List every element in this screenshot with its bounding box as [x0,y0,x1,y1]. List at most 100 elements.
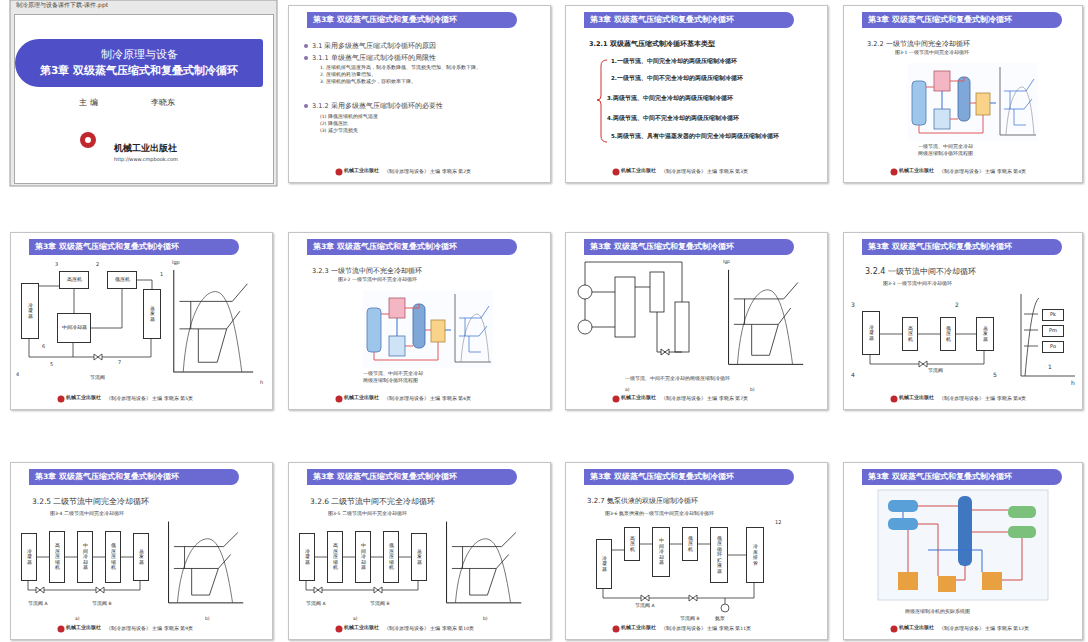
valve-symbol [374,587,382,593]
pipe-line [612,550,624,551]
footer-logo [58,626,65,633]
slide-background [14,14,274,184]
title-text: 第3章 双级蒸气压缩式和复叠式制冷循环 [40,65,238,77]
equipment-box: Po [1042,341,1064,353]
footer-text: 《制冷原理与设备》 主编 李晓东 第2页 [384,170,471,175]
box-label: 高压压缩机 [333,543,338,571]
box-label: 冷库排管 [753,544,758,566]
slide-label: 6 [42,344,45,350]
pipe-line [371,557,383,558]
equipment-box: 冷凝器 [299,533,315,581]
slide-thumbnail: 《制冷原理与设备》 主编 李晓东 第9页第3章 双级蒸气压缩式和复叠式制冷循环冷… [10,462,273,640]
valve-symbol [94,354,102,360]
valve-symbol [96,587,104,593]
slide-label: 2 [96,262,99,268]
pipe-line [37,557,49,558]
column [958,496,972,566]
editor-text: 李晓东 [151,99,175,108]
equipment-box: 低压机 [940,317,956,351]
slide-label: 机械工业出版社 [66,396,101,401]
footer-logo [336,626,343,633]
bullet [304,56,308,60]
pipe-line [343,557,355,558]
slide-label: 机械工业出版社 [344,169,379,174]
slide-label: (2) 降低压比 [320,122,348,127]
equipment-box: 蒸发器 [133,533,149,581]
slide-label: a) [75,617,80,622]
equipment-box: Pk [1042,309,1064,321]
box-label: 高压压缩机 [55,543,60,571]
slide-label: 3.2.5 二级节流中间完全冷却循环 [32,498,149,506]
slide-label: 3. 压缩机的输气系数减少，容积效率下降。 [320,80,416,85]
pipe-line [399,557,411,558]
equipment-box: 冷库排管 [746,527,764,583]
footer-logo [336,396,343,403]
footer-text: 《制冷原理与设备》 主编 李晓东 第5页 [106,397,193,402]
slide11-pipes [603,582,754,612]
footer-text: 《制冷原理与设备》 主编 李晓东 第12页 [939,627,1029,632]
box-label: Po [1050,344,1056,350]
pipe-line [39,286,59,287]
footer-logo [336,169,343,176]
slide-thumbnail: 《制冷原理与设备》 主编 李晓东 第7页第3章 双级蒸气压缩式和复叠式制冷循环 [565,232,828,410]
equipment-box: 高压机 [624,527,640,561]
slide-label: 节流阀 A [28,602,48,607]
header-text: 第3章 双级蒸气压缩式和复叠式制冷循环 [590,473,734,481]
pipe-line [918,334,940,335]
slide-label: 机械工业出版社 [899,396,934,401]
slide-label: 一级节流、中间不完全冷却 [363,372,423,377]
slide-label: 节流阀 B [92,602,112,607]
slide-label: 节流阀 B [370,602,390,607]
equipment-box: 中间冷却器 [355,531,371,583]
equipment-box: 高压机 [902,317,918,351]
box-label: 高压机 [630,536,635,553]
brace [597,60,607,142]
box-label: 冷凝器 [602,556,607,573]
slide-thumbnail: 《制冷原理与设备》 主编 李晓东 第6页第3章 双级蒸气压缩式和复叠式制冷循环 [288,232,551,410]
pipe [725,598,726,604]
pressure-line [1024,314,1038,346]
box-label: 冷凝器 [28,303,33,320]
slide-label: 图3-6 氨泵供液的一级节流中间完全冷却制冷循环 [605,512,714,517]
ph-chart [447,522,522,603]
box-label: 低压压缩机 [111,543,116,571]
equipment-box: 冷凝器 [21,283,39,339]
picture-ground [878,490,1048,600]
ph-chart [174,270,253,372]
box-label: 高压机 [908,326,913,343]
pipe-line [880,334,902,335]
box-label: 蒸发器 [983,326,988,343]
box-label: 中间冷却器 [83,543,88,571]
slide-label: 节流阀 B [680,617,700,622]
slide-label: 12 [775,520,781,526]
header-band: 第3章 双级蒸气压缩式和复叠式制冷循环 [307,239,517,255]
pipe [585,262,682,352]
slide-label: 2 [955,302,959,309]
condenser-symbol [650,272,664,312]
slide-label: 2. 压缩机的耗功量增加。 [320,73,376,78]
editor-text: 主 编 [79,99,98,108]
slide-label: 制冷原理与设备课件下载-课件.ppt [16,2,108,9]
slide-label: 机械工业出版社 [899,169,934,174]
footer-text: 《制冷原理与设备》 主编 李晓东 第4页 [939,170,1026,175]
box-label: 低压压缩机 [389,543,394,571]
slide-label: http://www.cmpbook.com [114,157,178,163]
header-text: 第3章 双级蒸气压缩式和复叠式制冷循环 [35,243,179,251]
box-label: 低压机 [946,326,951,343]
slide-label: 图3-1 一级节流中间完全冷却循环 [895,51,969,56]
flow-picture [363,290,493,368]
slide-label: 机械工业出版社 [621,626,656,631]
pipe-line [640,544,652,545]
selected-slide-frame [10,0,277,186]
slide-label: 一级节流、中间不完全冷却的两级压缩制冷循环 [625,377,730,382]
equipment-box: 低压机 [107,271,137,289]
footer-logo [613,626,620,633]
box-label: 低压机 [115,277,130,283]
vessel [888,518,918,530]
equipment-box: 冷凝器 [862,311,880,355]
saturation-curve [1025,298,1039,376]
slide-label: 3.2.6 二级节流中间不完全冷却循环 [310,498,435,506]
slide-label: 5 [993,372,997,379]
slide-label: 两级压缩制冷循环流程图 [918,152,973,157]
